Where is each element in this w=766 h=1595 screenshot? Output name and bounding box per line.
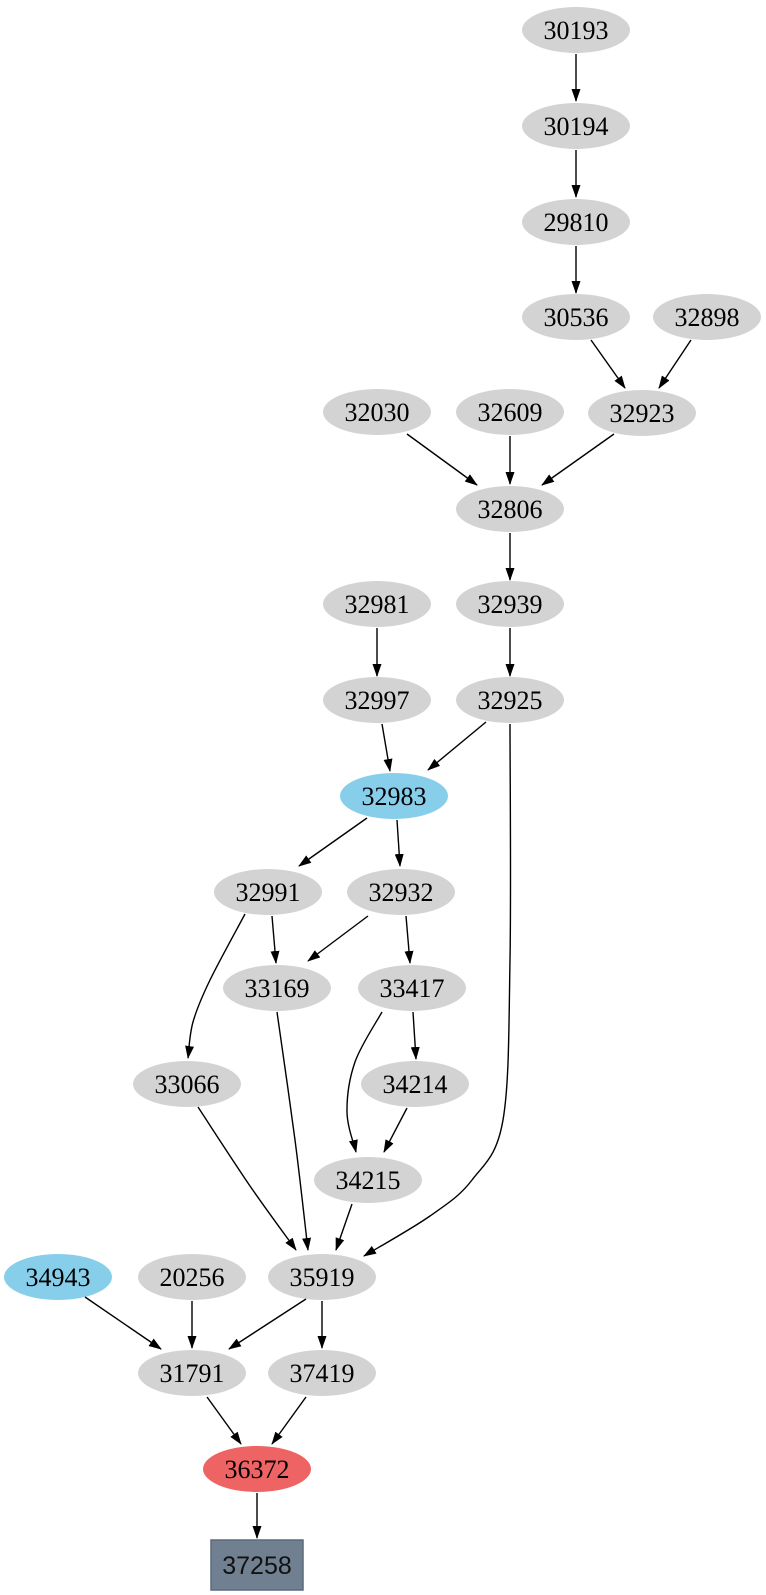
edge-32932-33417: [404, 915, 414, 964]
edge-34215-35919: [335, 1203, 353, 1251]
node-37419: 37419: [268, 1350, 376, 1396]
edge-32991-33169: [270, 915, 280, 964]
node-label-37258: 37258: [222, 1552, 292, 1580]
node-32991: 32991: [214, 869, 322, 915]
node-32981: 32981: [323, 581, 431, 627]
edge-32983-32932: [394, 819, 404, 867]
node-label-36372: 36372: [225, 1455, 290, 1484]
edge-34943-31791: [84, 1296, 162, 1350]
edge-33169-35919: [276, 1011, 312, 1251]
node-29810: 29810: [522, 199, 630, 245]
edge-33417-34214: [410, 1011, 420, 1060]
node-30193: 30193: [522, 7, 630, 53]
node-32898: 32898: [653, 294, 761, 340]
node-32932: 32932: [347, 869, 455, 915]
edge-34214-34215: [383, 1107, 408, 1153]
node-33066: 33066: [133, 1061, 241, 1107]
node-label-33066: 33066: [155, 1070, 220, 1099]
node-34943: 34943: [4, 1254, 112, 1300]
node-label-34215: 34215: [336, 1166, 401, 1195]
node-34215: 34215: [314, 1157, 422, 1203]
edge-37419-36372: [271, 1396, 307, 1445]
node-label-33169: 33169: [245, 974, 310, 1003]
edge-32997-32983: [381, 723, 393, 772]
node-35919: 35919: [268, 1254, 376, 1300]
node-34214: 34214: [361, 1061, 469, 1107]
node-32806: 32806: [456, 486, 564, 532]
node-label-32932: 32932: [369, 878, 434, 907]
edge-33417-34215: [346, 1011, 383, 1153]
node-32925: 32925: [456, 677, 564, 723]
edge-32983-32991: [298, 817, 368, 867]
node-label-32806: 32806: [478, 495, 543, 524]
node-label-35919: 35919: [290, 1263, 355, 1292]
node-32030: 32030: [323, 389, 431, 435]
node-label-30193: 30193: [544, 16, 609, 45]
edge-32030-32806: [406, 433, 478, 486]
node-label-32983: 32983: [362, 782, 427, 811]
node-label-32939: 32939: [478, 590, 543, 619]
node-30194: 30194: [522, 103, 630, 149]
node-32939: 32939: [456, 581, 564, 627]
edge-32925-32983: [427, 721, 487, 771]
node-30536: 30536: [522, 294, 630, 340]
node-32983: 32983: [340, 773, 448, 819]
edge-32932-33169: [307, 915, 369, 962]
node-label-20256: 20256: [160, 1263, 225, 1292]
node-label-32898: 32898: [675, 303, 740, 332]
node-label-32925: 32925: [478, 686, 543, 715]
node-32997: 32997: [323, 677, 431, 723]
node-label-32030: 32030: [345, 398, 410, 427]
node-32609: 32609: [456, 389, 564, 435]
edge-30536-32923: [590, 339, 626, 389]
node-label-34214: 34214: [383, 1070, 448, 1099]
node-label-34943: 34943: [26, 1263, 91, 1292]
node-label-37419: 37419: [290, 1359, 355, 1388]
node-label-32923: 32923: [610, 399, 675, 428]
node-label-29810: 29810: [544, 208, 609, 237]
node-36372: 36372: [203, 1446, 311, 1492]
node-31791: 31791: [138, 1350, 246, 1396]
edge-35919-31791: [228, 1298, 307, 1350]
node-20256: 20256: [138, 1254, 246, 1300]
node-32923: 32923: [588, 390, 696, 436]
node-label-32981: 32981: [345, 590, 410, 619]
node-37258: 37258: [210, 1539, 304, 1591]
edge-33066-35919: [197, 1106, 297, 1251]
edge-32898-32923: [658, 339, 692, 389]
node-label-33417: 33417: [380, 974, 445, 1003]
node-label-31791: 31791: [160, 1359, 225, 1388]
node-label-32609: 32609: [478, 398, 543, 427]
node-33417: 33417: [358, 965, 466, 1011]
edge-31791-36372: [206, 1396, 242, 1445]
node-label-32991: 32991: [236, 878, 301, 907]
node-label-32997: 32997: [345, 686, 410, 715]
node-label-30536: 30536: [544, 303, 609, 332]
node-label-30194: 30194: [544, 112, 609, 141]
edge-32991-33066: [185, 913, 246, 1059]
edge-32923-32806: [541, 433, 615, 486]
edge-32925-35919: [363, 723, 512, 1257]
node-33169: 33169: [223, 965, 331, 1011]
